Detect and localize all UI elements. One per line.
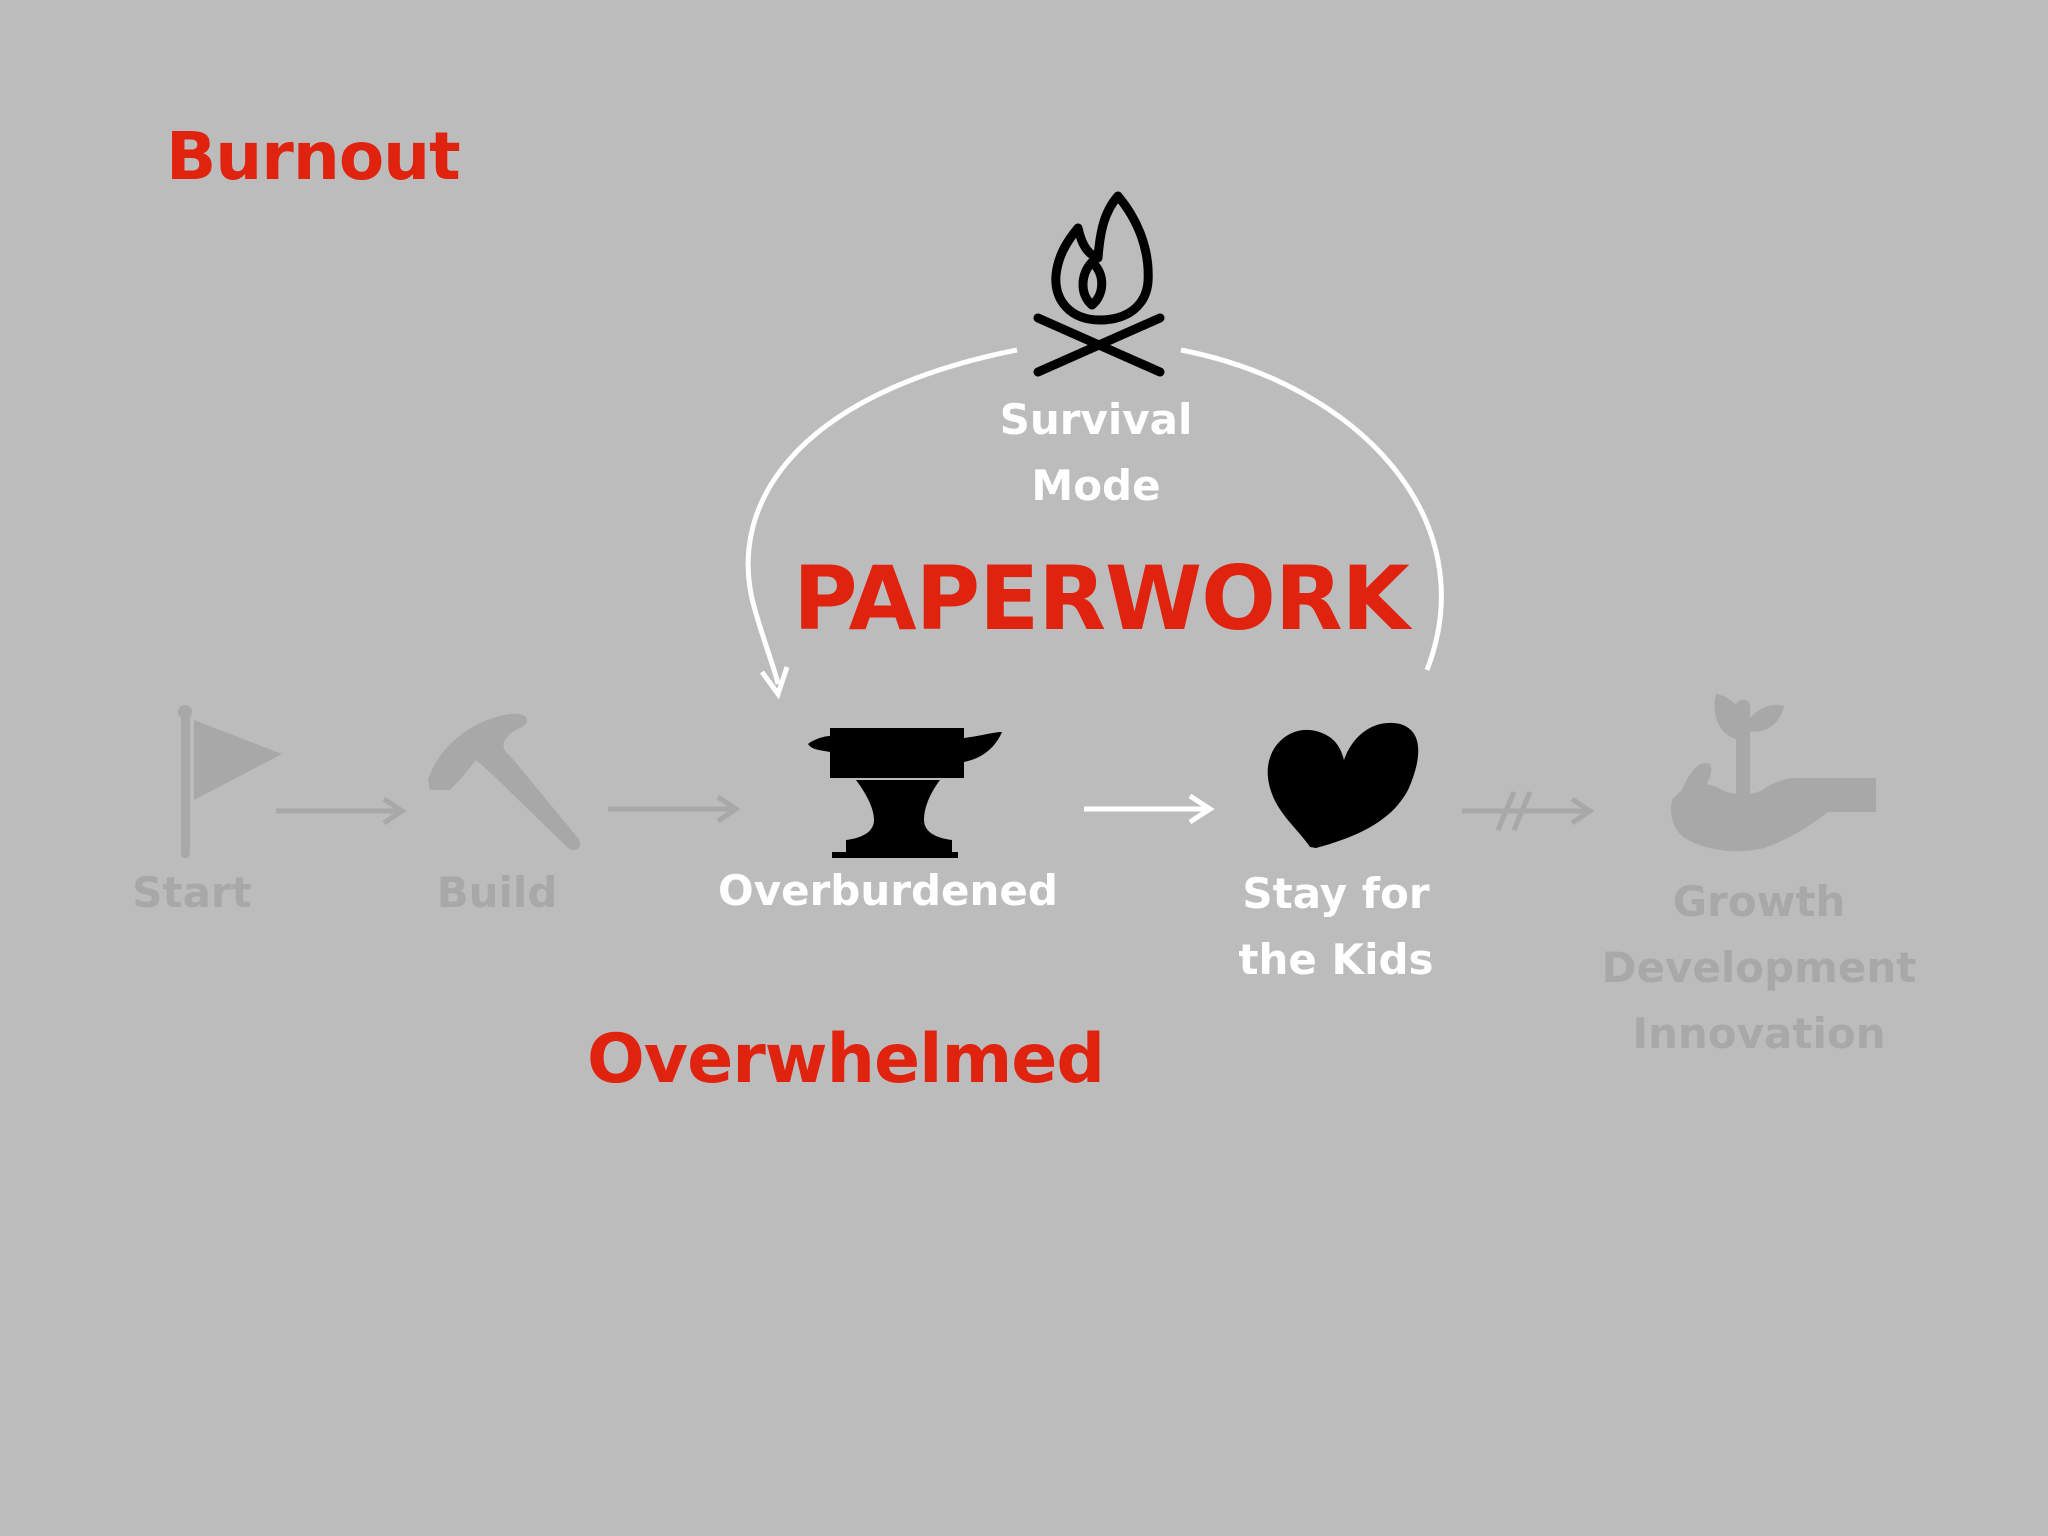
arrow-start-build [276,796,407,826]
step-build-label: Build [437,860,558,926]
step-overburdened-label: Overburdened [718,858,1058,924]
label-line: the Kids [1238,935,1434,984]
cycle-arc-left-arrowhead [759,666,790,700]
hammer-icon [428,713,581,851]
step-stay-for-the-kids-label: Stay for the Kids [1238,861,1433,993]
cycle-arc-right [1180,347,1444,671]
survival-mode-label: Survival Mode [1000,387,1193,519]
hand-sprout-icon [1670,694,1876,852]
label-line: Start [132,868,252,917]
label-line: Survival [999,395,1193,444]
heart-icon [1267,722,1419,848]
label-line: Mode [1031,461,1161,510]
step-growth-label: Growth Development Innovation [1602,869,1917,1067]
label-line: Innovation [1632,1009,1886,1058]
label-line: Stay for [1242,869,1430,918]
paperwork-label: PAPERWORK [793,547,1410,650]
label-line: Growth [1672,877,1846,926]
cycle-arc-left [745,347,1018,685]
label-line: Development [1601,943,1917,992]
slide-title: Burnout [166,118,461,195]
flag-icon [178,705,282,858]
label-line: Overburdened [718,866,1058,915]
campfire-icon [1033,191,1165,377]
overwhelmed-label: Overwhelmed [587,1020,1105,1099]
label-line: Build [436,868,558,917]
anvil-icon [808,728,1002,858]
arrow-overburdened-stay [1084,793,1215,825]
step-start-label: Start [132,860,251,926]
arrow-build-overburdened [608,794,741,824]
arrow-blocked-stay-growth [1462,791,1595,831]
